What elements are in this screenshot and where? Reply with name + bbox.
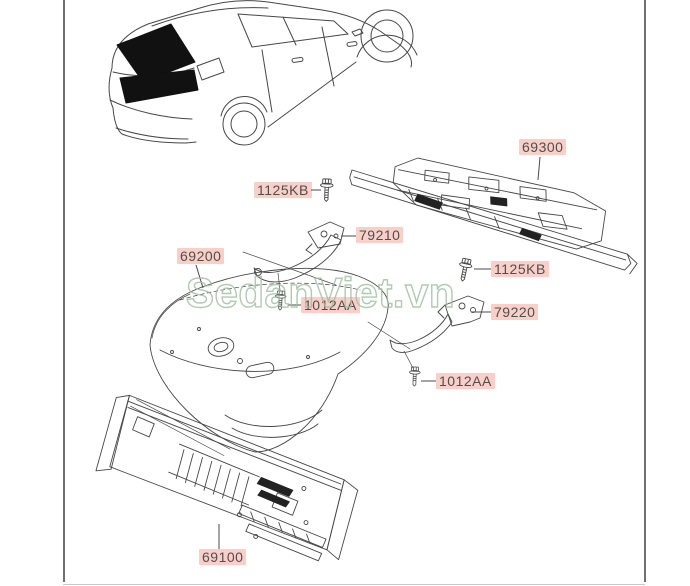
trunk-hinge-right-drawing (367, 295, 485, 369)
table-border-right (644, 0, 646, 582)
table-border-bottom (63, 584, 645, 585)
part-label-69300[interactable]: 69300 (519, 139, 567, 155)
leader-line-69200 (195, 264, 204, 289)
part-label-1125kb-upper[interactable]: 1125KB (254, 182, 312, 198)
bolt-icon-1012aa-left (275, 290, 287, 311)
part-label-69200[interactable]: 69200 (177, 248, 225, 264)
vehicle-illustration (108, 0, 418, 146)
back-panel-drawing (95, 394, 359, 562)
part-label-69100[interactable]: 69100 (199, 549, 247, 565)
bolt-icon-1125kb-right (459, 257, 473, 282)
part-label-1012aa-right[interactable]: 1012AA (436, 373, 495, 389)
bolt-icon-1012aa-right (409, 366, 421, 387)
part-label-79210[interactable]: 79210 (356, 227, 404, 243)
table-border-left (63, 0, 65, 582)
package-tray-panel-drawing (349, 157, 638, 275)
part-label-1125kb-right[interactable]: 1125KB (491, 261, 549, 277)
part-label-1012aa-left[interactable]: 1012AA (301, 297, 360, 313)
trunk-lid-drawing (149, 267, 389, 453)
bolt-icon-1125kb-upper (320, 178, 334, 202)
part-label-79220[interactable]: 79220 (491, 304, 539, 320)
leader-line-69300 (537, 156, 541, 181)
